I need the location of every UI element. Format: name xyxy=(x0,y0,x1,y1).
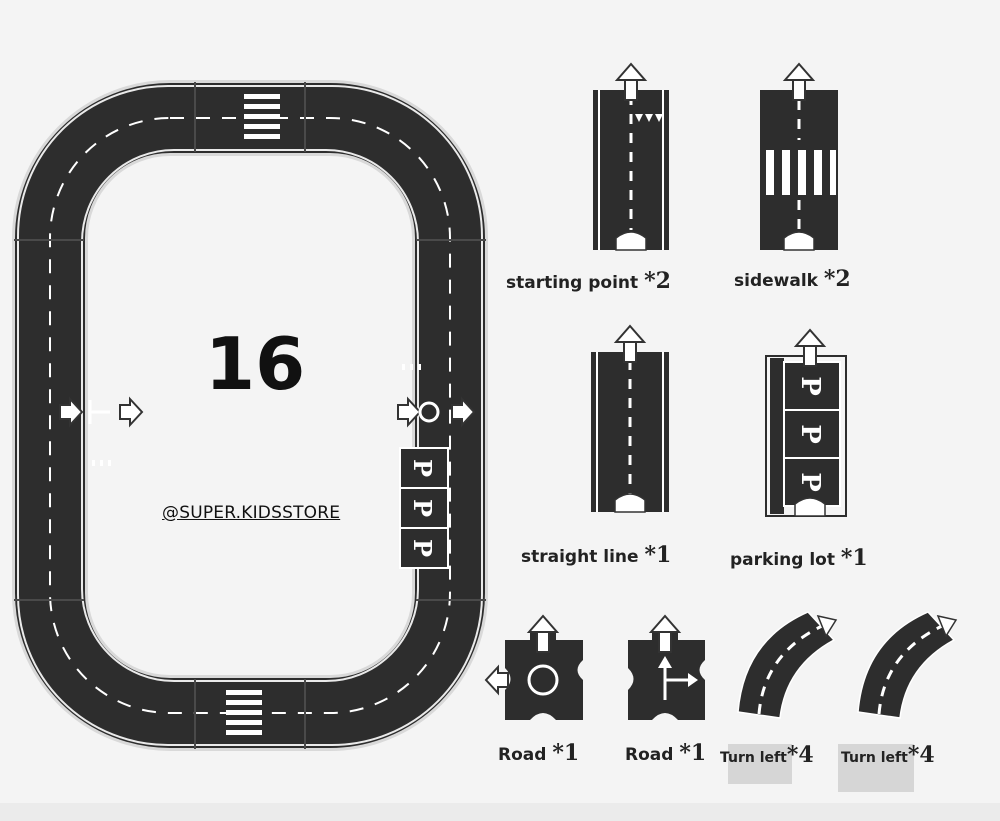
piece-starting-point xyxy=(593,63,669,251)
piece-turn-left-2 xyxy=(857,611,958,719)
label-road-junction: Road *1 xyxy=(625,740,707,766)
piece-turn-left-1 xyxy=(737,611,838,719)
label-turn-left-1: Turn left*4 xyxy=(720,742,814,768)
svg-text:P: P xyxy=(408,499,437,517)
junction-right xyxy=(397,364,475,426)
svg-text:P: P xyxy=(408,539,437,557)
label-road-roundabout: Road *1 xyxy=(498,740,580,766)
svg-text:P: P xyxy=(795,472,825,492)
bottom-bar xyxy=(0,803,1000,821)
label-highlight-2 xyxy=(838,744,914,792)
piece-straight-line xyxy=(591,325,669,513)
label-turn-left-2: Turn left*4 xyxy=(841,742,935,768)
svg-text:P: P xyxy=(795,424,825,444)
piece-count: 16 xyxy=(205,322,306,406)
crosswalk-top xyxy=(244,94,280,139)
parking-bays-track: P P P xyxy=(399,447,449,569)
piece-sidewalk xyxy=(760,63,838,251)
crosswalk-bottom xyxy=(226,690,262,735)
label-starting-point: starting point *2 xyxy=(506,268,671,294)
piece-road-junction xyxy=(628,615,705,720)
brand-handle: @SUPER.KIDSSTORE xyxy=(162,503,341,523)
svg-text:P: P xyxy=(408,459,437,477)
piece-parking-lot: P P P xyxy=(765,329,847,517)
label-highlight-1 xyxy=(728,744,792,784)
svg-text:P: P xyxy=(795,376,825,396)
label-straight-line: straight line *1 xyxy=(521,542,672,568)
label-parking-lot: parking lot *1 xyxy=(730,545,868,571)
junction-left xyxy=(59,398,143,466)
label-sidewalk: sidewalk *2 xyxy=(734,266,851,292)
piece-road-roundabout xyxy=(485,615,583,720)
track-layout: P P P xyxy=(12,80,488,751)
